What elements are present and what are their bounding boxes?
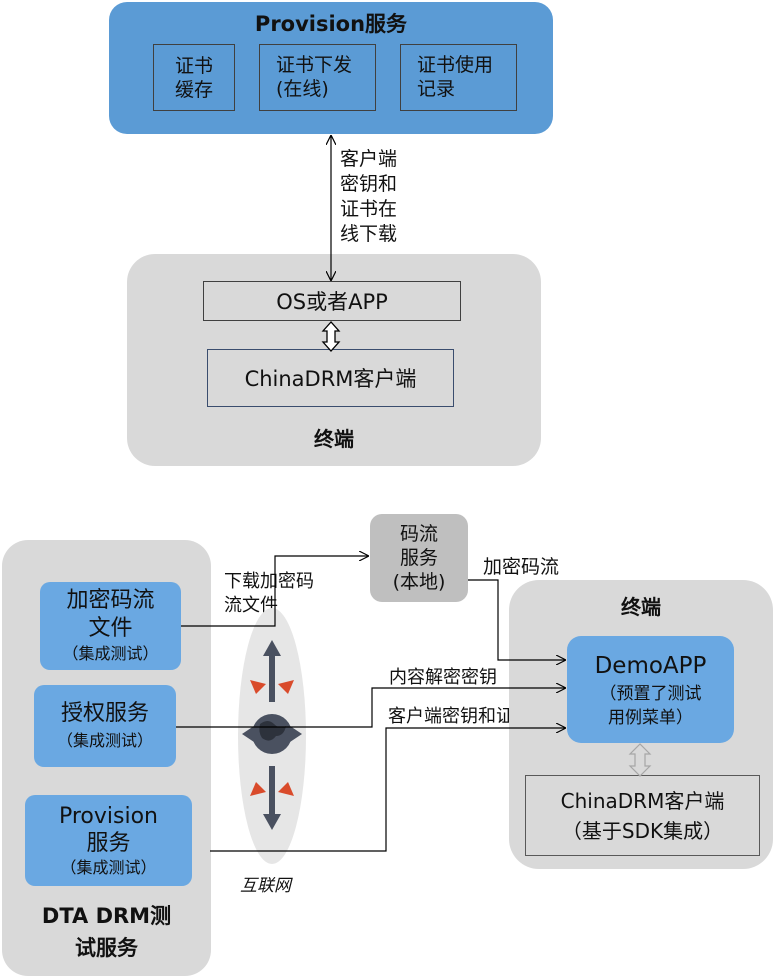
module-cert-issue: 证书下发 (在线) (259, 44, 376, 111)
encrypted-stream-arrow (468, 579, 565, 660)
dta-drm-service-title: DTA DRM测 试服务 (2, 896, 211, 968)
encrypted-file-sub: （集成测试） (62, 644, 159, 663)
globe-arrow-down-shaft (269, 766, 275, 814)
grey-double-arrow-icon (628, 743, 652, 777)
client-key-cert-arrow (210, 728, 565, 852)
download-stream-label: 下载加密码 流文件 (224, 570, 354, 618)
module-cert-usage-line1: 证书使用 (417, 54, 494, 76)
globe-arrow-ul (250, 680, 266, 694)
client-key-cert-label: 客户端密钥和证书 (388, 706, 532, 727)
demo-app-title: DemoAPP (594, 652, 707, 679)
stream-service-box: 码流 服务 (本地) (370, 514, 468, 602)
provision-service-sub: （集成测试） (60, 857, 157, 877)
top-arrow-label-line4: 线下载 (340, 223, 398, 245)
demo-app-line1: （预置了测试 (599, 683, 702, 704)
download-stream-label-line2: 流文件 (224, 595, 278, 616)
top-arrow-label: 客户端 密钥和 证书在 线下载 (340, 147, 420, 247)
module-cert-usage: 证书使用 记录 (400, 44, 517, 111)
globe-icon (238, 608, 306, 864)
globe-arrow-ur (278, 680, 294, 694)
globe-arrow-lr (278, 782, 294, 796)
module-cert-cache-line2: 缓存 (174, 78, 213, 101)
terminal-label-top: 终端 (314, 426, 354, 451)
sdk-client-box: ChinaDRM客户端 （基于SDK集成） (525, 775, 760, 856)
sdk-client-line1: ChinaDRM客户端 (560, 788, 725, 813)
provision-service-panel: Provision服务 (109, 2, 553, 134)
top-arrow-label-line2: 密钥和 (340, 173, 398, 195)
stream-service-line3: (本地) (392, 571, 446, 593)
provision-title: Provision服务 (254, 12, 408, 36)
license-service-line1: 授权服务 (60, 701, 149, 726)
license-service-sub: （集成测试） (56, 731, 153, 750)
provision-service-line2: 服务 (86, 830, 131, 856)
double-arrow-icon (321, 321, 341, 352)
module-cert-issue-line2: (在线) (276, 78, 329, 100)
module-cert-usage-line2: 记录 (417, 78, 456, 100)
encrypted-file-line1: 加密码流 (66, 588, 155, 613)
top-arrow-label-line3: 证书在 (340, 198, 398, 220)
globe-arrow-up-shaft (269, 656, 275, 702)
provision-service-line1: Provision (58, 803, 158, 829)
content-key-arrow (176, 688, 565, 728)
download-arrow (181, 556, 368, 627)
stream-service-line2: 服务 (399, 547, 438, 569)
encrypted-stream-label: 加密码流 (483, 556, 560, 578)
module-cert-cache: 证书 缓存 (153, 44, 235, 111)
top-arrow-label-line1: 客户端 (340, 148, 398, 170)
os-app-box: OS或者APP (203, 281, 461, 321)
encrypted-stream-file-box: 加密码流 文件 （集成测试） (40, 582, 181, 670)
sdk-client-line2: （基于SDK集成） (561, 818, 724, 843)
module-cert-cache-line1: 证书 (174, 54, 213, 77)
dta-drm-service-title-line1: DTA DRM测 (41, 904, 172, 928)
download-stream-label-line1: 下载加密码 (224, 571, 314, 592)
demo-app-box: DemoAPP （预置了测试 用例菜单） (567, 636, 734, 743)
globe-continents (259, 721, 286, 741)
stream-service-line1: 码流 (399, 523, 438, 545)
globe-arrow-down (263, 814, 281, 830)
terminal-label-bottom: 终端 (621, 594, 661, 619)
dta-drm-service-title-line2: 试服务 (75, 936, 138, 960)
module-cert-issue-line1: 证书下发 (276, 54, 353, 76)
chinadrm-client-label-top: ChinaDRM客户端 (244, 367, 417, 391)
globe-arrow-left (242, 726, 254, 742)
globe-arrow-up (263, 640, 281, 656)
content-key-label: 内容解密密钥 (389, 667, 497, 688)
globe-arrow-right (290, 726, 302, 742)
demo-app-line2: 用例菜单） (608, 707, 693, 728)
os-app-label: OS或者APP (276, 290, 388, 314)
license-service-box: 授权服务 （集成测试） (34, 685, 176, 767)
provision-service-box: Provision 服务 （集成测试） (25, 795, 192, 886)
internet-label: 互联网 (240, 876, 291, 896)
terminal-panel-top: 终端 (127, 254, 541, 466)
encrypted-file-line2: 文件 (88, 616, 133, 641)
globe-arrow-ll (250, 782, 266, 796)
